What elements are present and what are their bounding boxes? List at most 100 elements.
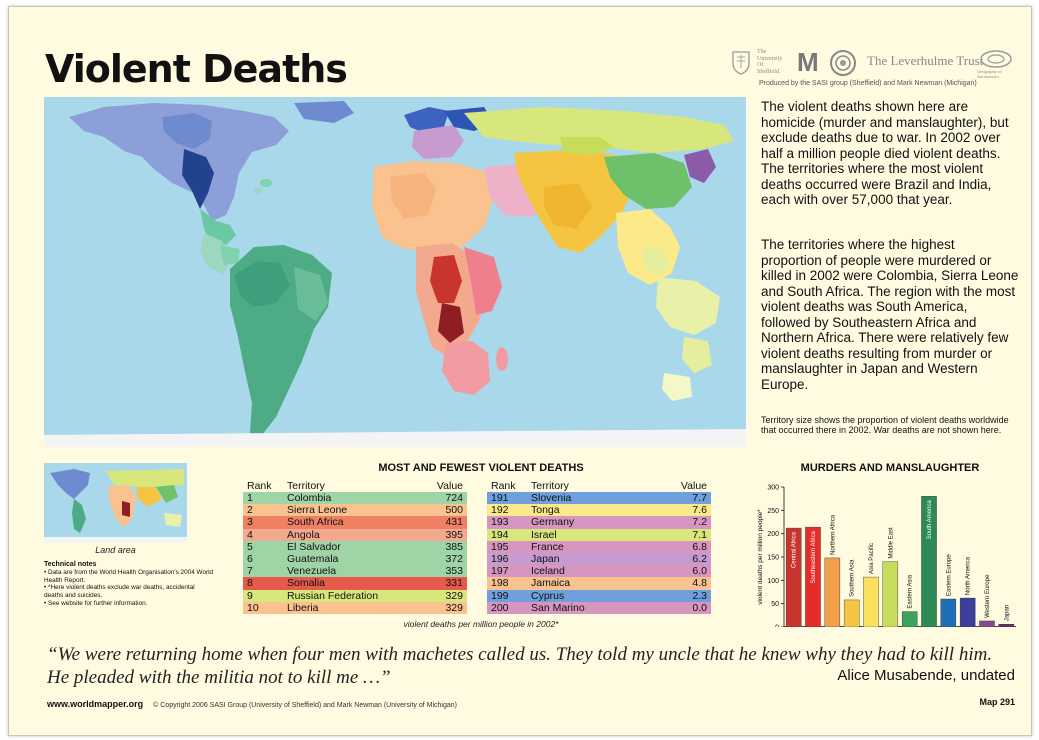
technical-note-item: • See website for further information. bbox=[44, 599, 148, 607]
territory-cell: El Salvador bbox=[287, 540, 341, 553]
bar bbox=[959, 597, 976, 627]
territory-cell: Venezuela bbox=[287, 565, 337, 578]
territory-cell: Liberia bbox=[287, 601, 319, 614]
territory-cell: South Africa bbox=[287, 516, 344, 529]
bar bbox=[863, 576, 879, 627]
territory-header: Territory bbox=[287, 480, 325, 492]
value-cell: 329 bbox=[445, 601, 463, 614]
territory-cell: Sierra Leone bbox=[287, 504, 348, 517]
cartogram-map bbox=[44, 97, 746, 447]
rank-cell: 192 bbox=[491, 504, 509, 517]
bar-category-label: South America bbox=[927, 500, 933, 540]
bar-category-label: Asia Pacific bbox=[869, 543, 875, 574]
value-cell: 329 bbox=[445, 589, 463, 602]
bar-category-label: Central Africa bbox=[792, 531, 798, 568]
territory-cell: Angola bbox=[287, 528, 320, 541]
bar-category-label: Eastern Europe bbox=[946, 554, 952, 596]
y-tick-label: 150 bbox=[767, 555, 779, 562]
territory-cell: Jamaica bbox=[531, 577, 571, 590]
value-cell: 7.2 bbox=[692, 516, 707, 529]
bar bbox=[998, 623, 1015, 627]
table-row: 7 Venezuela 353 bbox=[243, 565, 467, 578]
logo-strip: The University Of Sheffield. M The Lever… bbox=[727, 47, 1017, 79]
rank-cell: 7 bbox=[247, 565, 253, 578]
rank-cell: 197 bbox=[491, 565, 509, 578]
cartogram-graphic bbox=[44, 97, 746, 447]
description-paragraph-2: The territories where the highest propor… bbox=[761, 237, 1019, 392]
sheffield-crest-icon bbox=[732, 51, 750, 75]
territory-header: Territory bbox=[531, 480, 569, 492]
chart-title: MURDERS AND MANSLAUGHTER bbox=[800, 462, 980, 474]
y-axis-label: violent deaths per million people* bbox=[757, 509, 764, 605]
territory-cell: Somalia bbox=[287, 577, 325, 590]
geography-logo-icon bbox=[980, 50, 1012, 68]
y-tick-label: 100 bbox=[767, 578, 779, 585]
territory-note: Territory size shows the proportion of v… bbox=[761, 415, 1009, 435]
copyright: © Copyright 2006 SASI Group (University … bbox=[153, 702, 457, 709]
y-tick-label: 0 bbox=[775, 625, 779, 628]
rank-cell: 193 bbox=[491, 516, 509, 529]
produced-by: Produced by the SASI group (Sheffield) a… bbox=[759, 80, 977, 87]
rank-cell: 2 bbox=[247, 504, 253, 517]
value-cell: 331 bbox=[445, 577, 463, 590]
value-cell: 353 bbox=[445, 565, 463, 578]
rank-cell: 8 bbox=[247, 577, 253, 590]
bar bbox=[979, 620, 995, 627]
bar-category-label: Northern Africa bbox=[830, 514, 836, 555]
rank-cell: 5 bbox=[247, 540, 253, 553]
bar-category-label: Eastern Asia bbox=[908, 574, 914, 608]
leverhulme-logo-text: The Leverhulme Trust bbox=[867, 53, 984, 68]
rank-cell: 191 bbox=[491, 492, 509, 504]
seal-icon bbox=[830, 50, 856, 76]
territory-cell: Slovenia bbox=[531, 492, 572, 504]
table-caption: violent deaths per million people in 200… bbox=[403, 619, 559, 629]
rank-cell: 6 bbox=[247, 552, 253, 565]
y-tick-label: 50 bbox=[771, 601, 779, 608]
rank-cell: 194 bbox=[491, 528, 509, 541]
geography-logo-text: Geography of Aeronautics bbox=[977, 69, 1002, 79]
rank-cell: 4 bbox=[247, 528, 253, 541]
poster: Violent Deaths The University Of Sheffie… bbox=[8, 6, 1032, 736]
value-cell: 6.0 bbox=[692, 565, 707, 578]
murders-bar-chart: violent deaths per million people* 0 50 100… bbox=[757, 485, 1016, 628]
bar-category-label: North America bbox=[966, 556, 972, 595]
value-cell: 2.3 bbox=[692, 589, 707, 602]
territory-cell: Tonga bbox=[531, 504, 560, 517]
table-row: 10 Liberia 329 bbox=[243, 601, 467, 614]
rank-cell: 10 bbox=[247, 601, 259, 614]
technical-note-item: • Data are from the World Health Organis… bbox=[44, 568, 214, 584]
website-link[interactable]: www.worldmapper.org bbox=[47, 699, 144, 709]
rank-cell: 200 bbox=[491, 601, 509, 614]
value-cell: 7.1 bbox=[692, 528, 707, 541]
page-title: Violent Deaths bbox=[45, 47, 348, 91]
bar bbox=[824, 557, 841, 627]
territory-cell: Russian Federation bbox=[287, 589, 379, 602]
rank-cell: 196 bbox=[491, 552, 509, 565]
bar-category-label: Western Europe bbox=[985, 574, 991, 618]
rank-cell: 3 bbox=[247, 516, 253, 529]
land-area-label: Land area bbox=[95, 545, 136, 555]
quote-attribution: Alice Musabende, undated bbox=[837, 667, 1015, 684]
value-cell: 395 bbox=[445, 528, 463, 541]
territory-cell: Japan bbox=[531, 552, 560, 565]
bar-category-label: Southern Asia bbox=[850, 559, 856, 597]
value-cell: 7.7 bbox=[692, 492, 707, 504]
bar-category-label: Japan bbox=[1004, 605, 1010, 621]
value-cell: 724 bbox=[445, 492, 463, 504]
table-row: 4 Angola 395 bbox=[243, 528, 467, 541]
land-area-map-graphic bbox=[44, 463, 187, 543]
value-cell: 4.8 bbox=[692, 577, 707, 590]
value-cell: 385 bbox=[445, 540, 463, 553]
territory-cell: Guatemala bbox=[287, 552, 339, 565]
